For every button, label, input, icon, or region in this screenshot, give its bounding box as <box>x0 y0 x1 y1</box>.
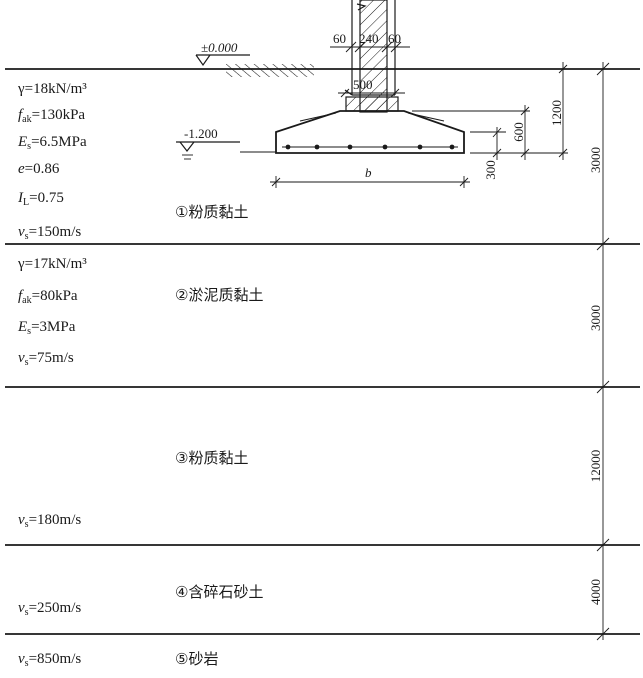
wall-dim-right: 60 <box>388 31 401 46</box>
layer5-name: ⑤砂岩 <box>175 650 218 668</box>
ground-level-label: ±0.000 <box>201 40 238 55</box>
layer4-name: ④含碎石砂土 <box>175 583 263 601</box>
strip-footing <box>275 96 465 154</box>
layer1-fak: fak=130kPa <box>18 107 85 125</box>
footing-width-label: b <box>365 165 372 180</box>
ground-soil-hatch <box>226 64 314 77</box>
cap-width-label: 500 <box>353 77 373 92</box>
layer2-name: ②淤泥质黏土 <box>175 286 263 304</box>
layer5-vs: vs=850m/s <box>18 651 81 669</box>
dim-1200-label: 1200 <box>549 100 564 126</box>
cap-width-dimension: 500 <box>338 77 405 98</box>
layer3-properties: ③粉质黏土 vs=180m/s <box>18 449 248 530</box>
layer2-vs: vs=75m/s <box>18 350 74 368</box>
layer-thickness-dimensions: 3000 3000 12000 4000 <box>588 62 610 641</box>
dim-600-label: 600 <box>511 122 526 142</box>
water-level-marker: -1.200 <box>176 126 276 160</box>
dim-300-label: 300 <box>483 160 498 180</box>
water-level-label: -1.200 <box>184 126 218 141</box>
layer5-properties: vs=850m/s ⑤砂岩 <box>18 650 218 669</box>
layer4-thickness: 4000 <box>588 579 603 605</box>
wall <box>344 0 396 113</box>
layer2-fak: fak=80kPa <box>18 288 78 306</box>
layer1-es: Es=6.5MPa <box>17 134 87 152</box>
layer4-properties: ④含碎石砂土 vs=250m/s <box>18 583 263 618</box>
layer1-e: e=0.86 <box>18 161 60 177</box>
layer1-il: IL=0.75 <box>17 190 64 208</box>
wall-dim-center: 240 <box>359 31 379 46</box>
wall-width-dimension: 60 240 60 <box>330 31 410 53</box>
layer2-properties: γ=17kN/m³ fak=80kPa Es=3MPa vs=75m/s ②淤泥… <box>17 256 263 368</box>
layer1-gamma: γ=18kN/m³ <box>17 81 87 97</box>
layer3-thickness: 12000 <box>588 450 603 483</box>
layer1-vs: vs=150m/s <box>18 224 81 242</box>
layer2-gamma: γ=17kN/m³ <box>17 256 87 272</box>
layer3-vs: vs=180m/s <box>18 512 81 530</box>
layer4-vs: vs=250m/s <box>18 600 81 618</box>
layer1-name: ①粉质黏土 <box>175 203 248 221</box>
wall-dim-left: 60 <box>333 31 346 46</box>
layer2-es: Es=3MPa <box>17 319 76 337</box>
footing-width-dimension: b <box>270 165 470 188</box>
layer1-thickness: 3000 <box>588 147 603 173</box>
ground-level-marker: ±0.000 <box>195 40 314 77</box>
layer1-properties: γ=18kN/m³ fak=130kPa Es=6.5MPa e=0.86 IL… <box>17 81 248 242</box>
layer2-thickness: 3000 <box>588 305 603 331</box>
layer3-name: ③粉质黏土 <box>175 449 248 467</box>
footing-depth-dimensions: 300 600 1200 <box>412 62 568 180</box>
